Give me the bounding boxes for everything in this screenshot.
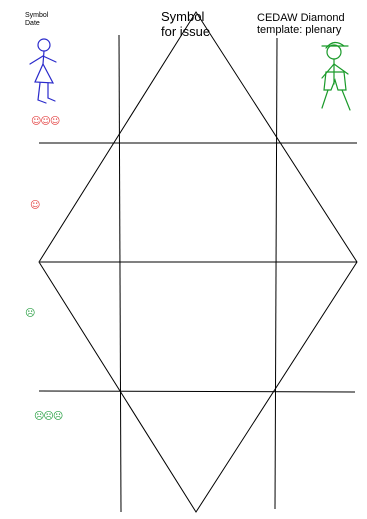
- symbol-for-issue-label: Symbol for issue: [161, 9, 210, 39]
- stick-figure-left-icon: [30, 39, 56, 103]
- very-sad-faces-icon: ☹☹☹: [34, 411, 62, 422]
- horizontal-line-bottom: [39, 391, 355, 392]
- vertical-line-right: [275, 38, 277, 509]
- grid-lines: [39, 35, 357, 512]
- symbol-date-label: Symbol Date: [25, 12, 48, 28]
- very-happy-faces-icon: ☺☺☺: [31, 116, 59, 127]
- vertical-line-left: [119, 35, 121, 512]
- happy-face-icon: ☺: [30, 200, 39, 211]
- sad-face-icon: ☹: [25, 308, 34, 319]
- template-title-label: CEDAW Diamond template: plenary: [257, 12, 345, 36]
- stick-figure-right-icon: [322, 42, 350, 110]
